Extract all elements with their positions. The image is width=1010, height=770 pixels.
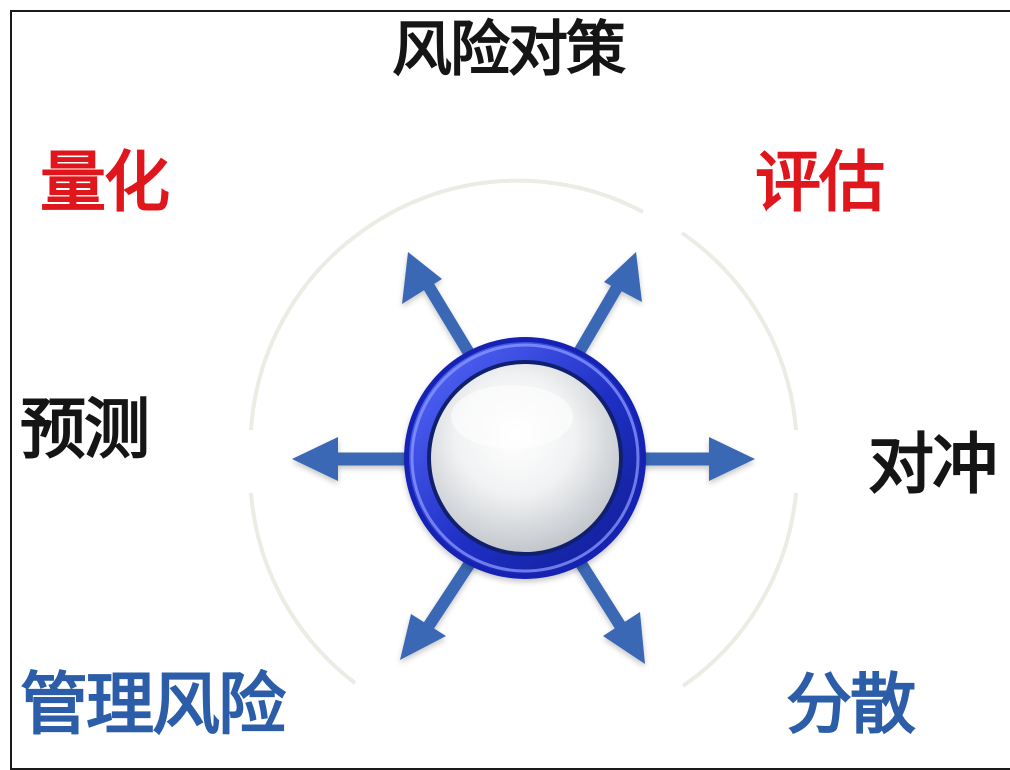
circular-button (404, 337, 646, 579)
arrow-down-right (574, 556, 645, 664)
label-hedge: 对冲 (868, 426, 998, 503)
risk-strategy-diagram (249, 178, 798, 688)
arrow-up-left (402, 252, 478, 364)
arrow-down-left (400, 554, 478, 660)
arrow-right (637, 437, 755, 481)
guide-circle (249, 178, 798, 688)
arrow-up-right (572, 252, 642, 360)
label-diversify: 分散 (786, 666, 916, 743)
diagram-title: 风险对策 (392, 15, 626, 85)
label-manage-risk: 管理风险 (20, 666, 286, 745)
label-predict: 预测 (20, 391, 150, 468)
arrow-left (292, 437, 415, 481)
label-evaluate: 评估 (755, 144, 885, 221)
label-quantify: 量化 (40, 144, 170, 221)
